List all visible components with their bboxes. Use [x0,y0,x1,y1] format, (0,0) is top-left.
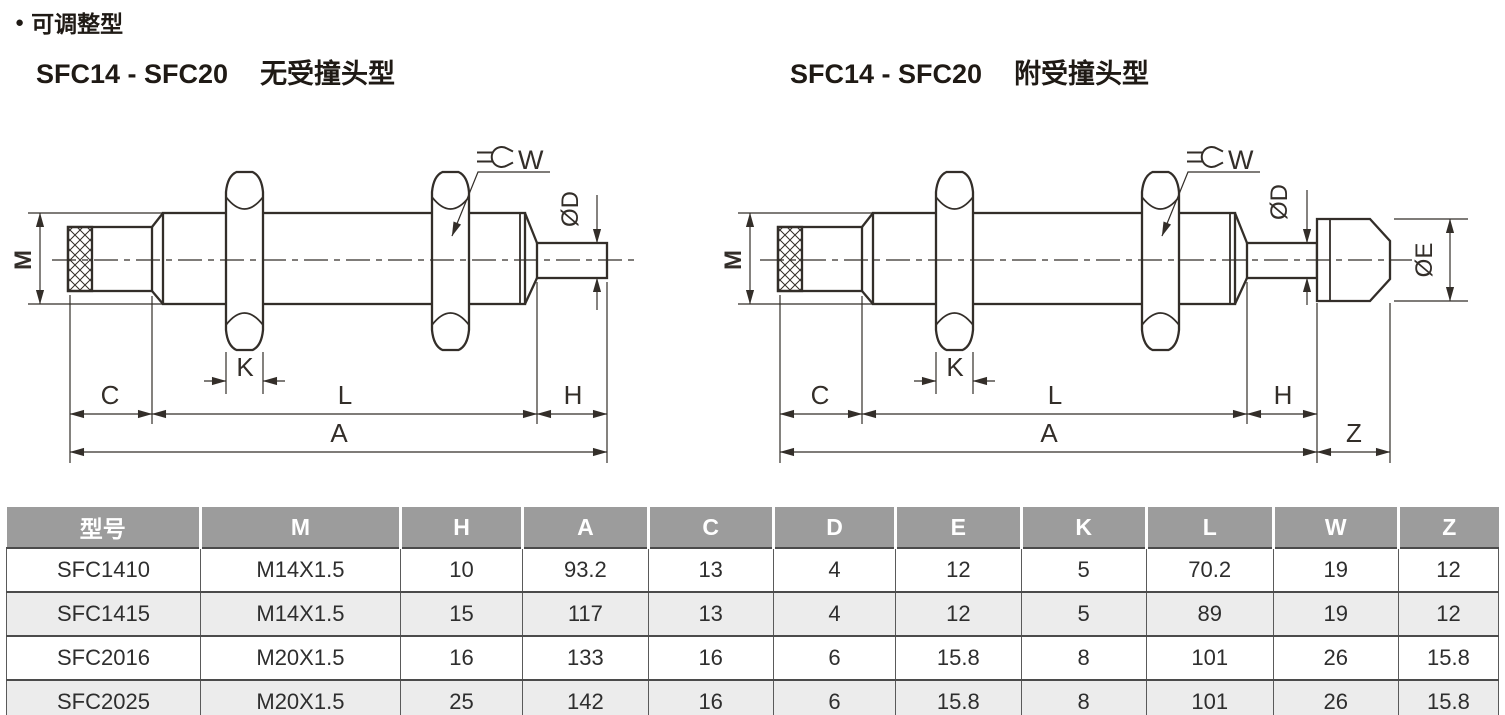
right-drawing: M W ØD ØE K C L H A Z [720,145,1468,463]
value-cell: M20X1.5 [199,635,401,681]
model-cell: SFC2016 [6,635,201,681]
value-cell: M20X1.5 [199,679,401,715]
value-cell: 101 [1145,635,1274,681]
value-cell: M14X1.5 [199,591,401,637]
right-variant: 附受撞头型 [1014,59,1150,89]
dim-label-od: ØD [1266,184,1293,220]
value-cell: 117 [522,591,649,637]
dim-label-k: K [236,352,254,382]
value-cell: 15.8 [895,679,1022,715]
column-header: C [646,507,774,548]
section-title-text: 可调整型 [31,11,124,37]
column-header: W [1271,507,1399,548]
dim-label-oe: ØE [1411,243,1438,278]
value-cell: 6 [772,635,897,681]
value-cell: 26 [1272,635,1399,681]
section-title: ● 可调整型 [15,5,123,39]
dim-label-w: W [518,145,544,175]
dim-label-od: ØD [557,191,584,227]
value-cell: 16 [647,679,774,715]
value-cell: 133 [522,635,649,681]
dim-label-m: M [10,250,37,270]
value-cell: 12 [1397,547,1500,593]
value-cell: 142 [522,679,649,715]
value-cell: 4 [772,591,897,637]
dim-label-l: L [1048,380,1062,410]
value-cell: 15.8 [1397,679,1500,715]
value-cell: 16 [399,635,524,681]
left-drawing-heading: SFC14 - SFC20 无受撞头型 [36,52,395,91]
value-cell: 26 [1272,679,1399,715]
dim-label-c: C [101,380,120,410]
value-cell: 5 [1020,591,1147,637]
left-drawing: M W ØD K C L H A [10,145,634,463]
column-header: 型号 [6,507,201,548]
column-header: E [894,507,1021,548]
dim-label-a: A [1040,418,1058,448]
value-cell: 8 [1020,635,1147,681]
value-cell: 8 [1020,679,1147,715]
value-cell: 12 [1397,591,1500,637]
dim-label-h: H [564,380,583,410]
value-cell: 5 [1020,547,1147,593]
model-cell: SFC1410 [6,547,201,593]
wrench-icon [1187,146,1224,168]
dim-label-c: C [811,380,830,410]
dim-label-h: H [1274,380,1293,410]
value-cell: 19 [1272,591,1399,637]
dim-label-l: L [338,380,352,410]
value-cell: M14X1.5 [199,547,401,593]
value-cell: 25 [399,679,524,715]
column-header: H [398,507,523,548]
dim-label-m: M [720,250,747,270]
value-cell: 12 [895,547,1022,593]
left-model-range: SFC14 - SFC20 [36,59,229,89]
value-cell: 6 [772,679,897,715]
column-header: L [1144,507,1274,548]
value-cell: 4 [772,547,897,593]
wrench-icon [477,146,514,168]
column-header: D [771,507,896,548]
value-cell: 15.8 [1397,635,1500,681]
right-model-range: SFC14 - SFC20 [790,59,983,89]
dim-label-a: A [330,418,348,448]
value-cell: 13 [647,591,774,637]
value-cell: 13 [647,547,774,593]
value-cell: 93.2 [522,547,649,593]
value-cell: 15 [399,591,524,637]
dim-label-k: K [946,352,964,382]
value-cell: 19 [1272,547,1399,593]
value-cell: 12 [895,591,1022,637]
model-cell: SFC1415 [6,591,201,637]
model-cell: SFC2025 [6,679,201,715]
right-drawing-heading: SFC14 - SFC20 附受撞头型 [790,52,1149,91]
column-header: Z [1396,507,1499,548]
column-header: K [1019,507,1147,548]
value-cell: 70.2 [1145,547,1274,593]
technical-drawing-canvas: M W ØD K C L H A [10,145,1468,463]
value-cell: 101 [1145,679,1274,715]
column-header: M [198,507,401,548]
bullet-icon: ● [15,13,25,31]
dim-label-z: Z [1346,418,1362,448]
value-cell: 15.8 [895,635,1022,681]
left-variant: 无受撞头型 [260,59,396,89]
column-header: A [521,507,649,548]
value-cell: 16 [647,635,774,681]
value-cell: 10 [399,547,524,593]
value-cell: 89 [1145,591,1274,637]
dim-label-w: W [1228,145,1254,175]
